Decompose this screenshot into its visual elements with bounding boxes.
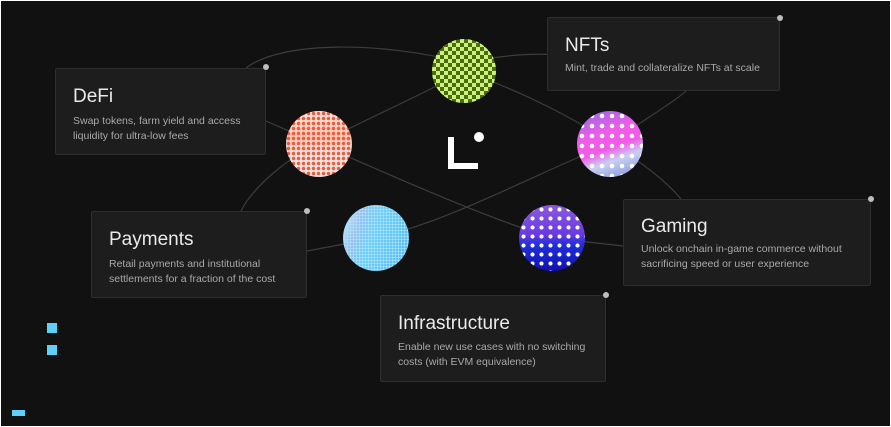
- connector-dot: [304, 208, 310, 214]
- decorative-square: [12, 410, 25, 416]
- connector-dot: [868, 196, 874, 202]
- gaming-orb: [577, 111, 643, 177]
- infrastructure-orb: [519, 205, 585, 271]
- card-description: Swap tokens, farm yield and access liqui…: [73, 115, 241, 142]
- decorative-square: [47, 323, 57, 333]
- card-infrastructure[interactable]: Infrastructure Enable new use cases with…: [380, 295, 606, 382]
- card-description: Unlock onchain in-game commerce without …: [641, 243, 842, 270]
- card-nfts[interactable]: NFTs Mint, trade and collateralize NFTs …: [547, 17, 780, 91]
- card-payments[interactable]: Payments Retail payments and institution…: [91, 211, 307, 298]
- card-description: Retail payments and institutional settle…: [109, 258, 276, 285]
- connector-dot: [777, 15, 783, 21]
- card-title: NFTs: [565, 35, 610, 56]
- card-title: Infrastructure: [398, 313, 510, 334]
- connector-dot: [603, 292, 609, 298]
- defi-orb: [286, 111, 352, 177]
- card-description: Enable new use cases with no switching c…: [398, 341, 586, 368]
- payments-orb: [343, 205, 409, 271]
- decorative-square: [47, 345, 57, 355]
- logo-icon: [448, 130, 488, 170]
- card-description: Mint, trade and collateralize NFTs at sc…: [565, 62, 760, 74]
- connector-dot: [263, 64, 269, 70]
- card-title: DeFi: [73, 86, 114, 107]
- card-title: Gaming: [641, 216, 708, 237]
- card-title: Payments: [109, 229, 194, 250]
- card-gaming[interactable]: Gaming Unlock onchain in-game commerce w…: [623, 199, 871, 286]
- card-defi[interactable]: DeFi Swap tokens, farm yield and access …: [55, 68, 266, 155]
- nfts-orb: [432, 39, 496, 103]
